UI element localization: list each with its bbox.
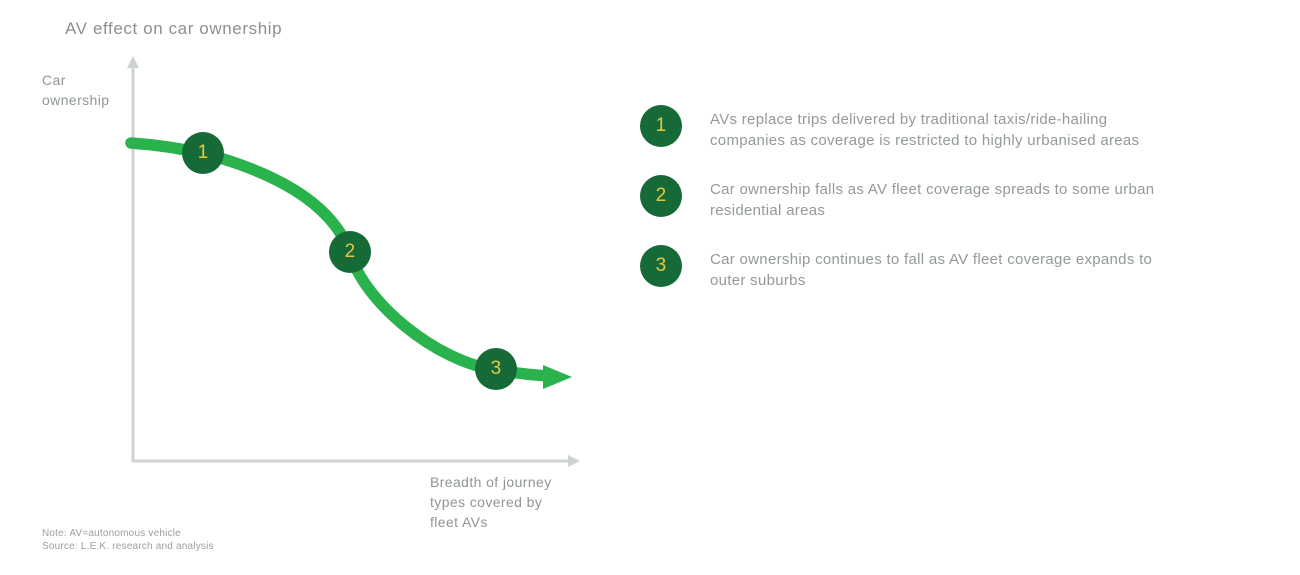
legend-item-3: 3 Car ownership continues to fall as AV … <box>640 245 1255 291</box>
y-axis-arrow-icon <box>127 56 139 68</box>
curve-marker-2: 2 <box>329 231 371 273</box>
legend-badge-2: 2 <box>640 175 682 217</box>
note-line: Note: AV=autonomous vehicle <box>42 528 181 539</box>
page-title: AV effect on car ownership <box>65 19 283 38</box>
legend-text-1: AVs replace trips delivered by tradition… <box>710 111 1140 149</box>
source-line: Source: L.E.K. research and analysis <box>42 540 214 552</box>
legend-badge-3: 3 <box>640 245 682 287</box>
x-axis-arrow-icon <box>568 455 580 467</box>
legend-badge-1: 1 <box>640 105 682 147</box>
curve-marker-1: 1 <box>182 132 224 174</box>
curve-marker-3: 3 <box>475 348 517 390</box>
legend-text-3: Car ownership continues to fall as AV fl… <box>710 251 1153 289</box>
y-axis-label: Car ownership <box>42 72 110 108</box>
x-axis-label: Breadth of journey types covered by flee… <box>430 474 552 530</box>
curve-arrowhead-icon <box>543 365 572 389</box>
legend-item-1: 1 AVs replace trips delivered by traditi… <box>640 105 1255 151</box>
legend-text-2: Car ownership falls as AV fleet coverage… <box>710 181 1155 219</box>
legend-item-2: 2 Car ownership falls as AV fleet covera… <box>640 175 1255 221</box>
footnotes: Note: AV=autonomous vehicle Source: L.E.… <box>42 528 214 553</box>
